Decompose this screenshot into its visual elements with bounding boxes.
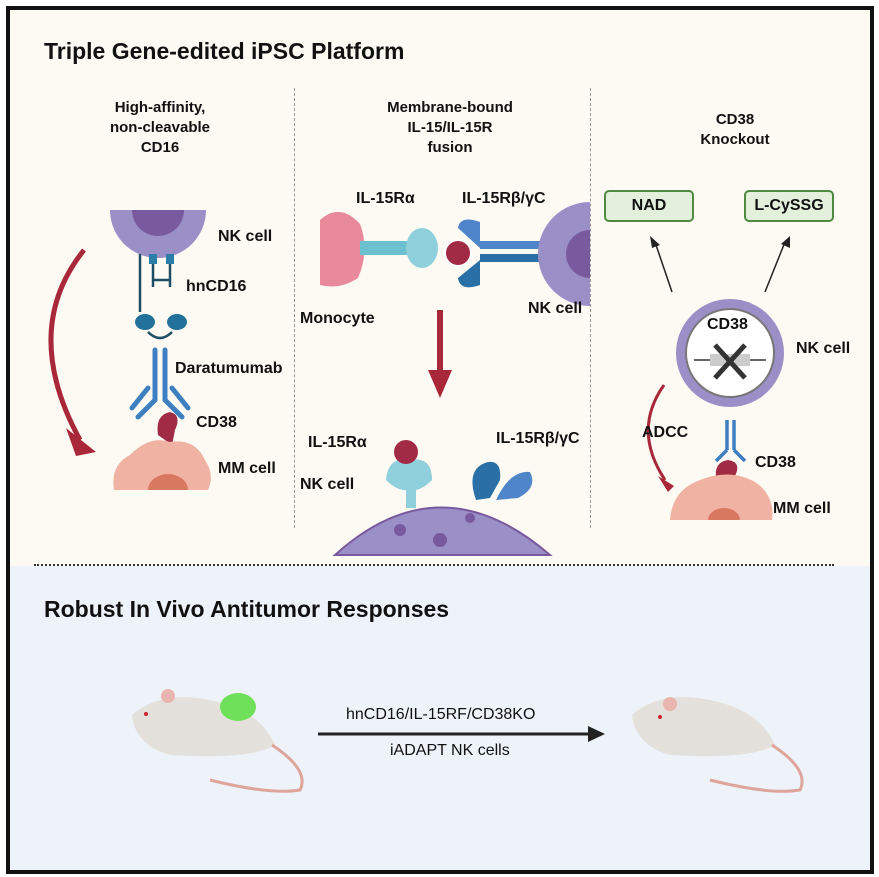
label-adcc: ADCC (642, 424, 689, 441)
heading-line: CD16 (140, 139, 180, 156)
arrow-col1 (48, 248, 86, 442)
top-panel-title: Triple Gene-edited iPSC Platform (44, 38, 405, 64)
il15-ligand (444, 239, 472, 267)
knockout-x-icon (713, 343, 747, 380)
figure-frame: Triple Gene-edited iPSC Platform High-af… (6, 6, 874, 874)
label-il15rb-bottom: IL-15Rβ/γC (496, 430, 580, 447)
il15-ligand-bottom (394, 440, 418, 464)
label-mm-cell: MM cell (218, 460, 276, 477)
label-daratumumab: Daratumumab (175, 360, 283, 377)
adcc-arrow (646, 384, 667, 481)
label-nk-cell: NK cell (218, 228, 273, 245)
monocyte (320, 211, 365, 287)
label-mm-cell-col3: MM cell (773, 500, 831, 517)
metabolite-l-cyssg: L-CySSG (744, 190, 834, 222)
tumor (220, 693, 256, 721)
label-cd38-gene: CD38 (707, 316, 748, 333)
col3-heading: CD38 Knockout (680, 110, 790, 150)
col1-heading: High-affinity, non-cleavable CD16 (80, 98, 240, 158)
nucleus-ko (685, 308, 775, 398)
section-divider (34, 564, 834, 566)
heading-line: IL-15/IL-15R (407, 119, 493, 136)
bottom-panel-title: Robust In Vivo Antitumor Responses (44, 596, 450, 622)
heading-line: High-affinity, (114, 99, 206, 116)
il15rb-receptor (472, 461, 501, 500)
heading-line: Membrane-bound (387, 99, 513, 116)
label-monocyte: Monocyte (300, 310, 375, 327)
arrow-down (437, 310, 443, 372)
heading-line: fusion (427, 139, 473, 156)
illustration-layer (48, 202, 804, 793)
il15ra-head (406, 228, 438, 268)
arrow-label-top: hnCD16/IL-15RF/CD38KO (346, 706, 536, 723)
label-nk-cell-top: NK cell (528, 300, 583, 317)
arrow-label-bottom: iADAPT NK cells (390, 742, 510, 759)
heading-line: CD38 (715, 111, 755, 128)
label-nk-cell-col3: NK cell (796, 340, 851, 357)
label-il15rb-top: IL-15Rβ/γC (462, 190, 546, 207)
mouse-treated (632, 697, 804, 793)
label-nk-cell-bottom: NK cell (300, 476, 355, 493)
hncd16-receptor (138, 254, 173, 340)
nk-cell-col2-top (538, 202, 590, 306)
label-hncd16: hnCD16 (186, 278, 247, 295)
il15ra-receptor (386, 459, 432, 491)
column-divider (590, 88, 591, 528)
nk-cell-col2-bottom (332, 506, 553, 556)
col2-heading: Membrane-bound IL-15/IL-15R fusion (360, 98, 540, 158)
label-cd38-col3: CD38 (755, 454, 796, 471)
label-cd38: CD38 (196, 414, 237, 431)
label-il15ra-top: IL-15Rα (356, 190, 415, 207)
nk-cell-col1 (110, 210, 206, 258)
mouse-with-tumor (132, 689, 304, 793)
il15ra-stalk (360, 241, 410, 255)
metabolite-nad: NAD (604, 190, 694, 222)
heading-line: non-cleavable (109, 119, 211, 136)
mm-cell (113, 440, 211, 490)
cd38-antigen (157, 412, 178, 445)
cd16-domain (167, 314, 187, 330)
label-il15ra-bottom: IL-15Rα (308, 434, 367, 451)
column-divider (294, 88, 295, 528)
mm-cell-col3 (670, 474, 773, 520)
antibody-col3 (714, 420, 747, 463)
il15rb-stalk (480, 254, 540, 262)
heading-line: Knockout (700, 131, 770, 148)
daratumumab-antibody (129, 347, 191, 420)
